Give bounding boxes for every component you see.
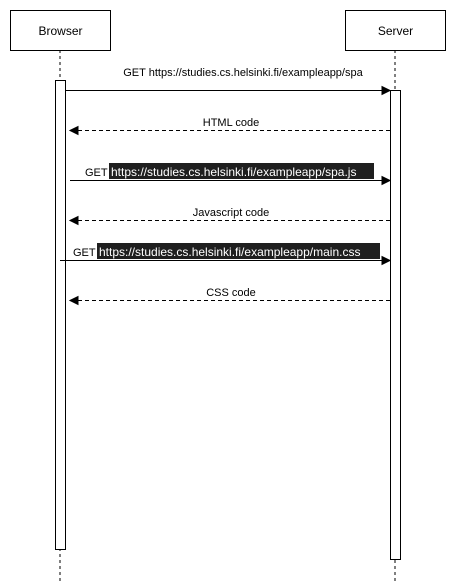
- arrowhead-icon: [381, 175, 392, 186]
- message-get-spa: GET https://studies.cs.helsinki.fi/examp…: [66, 67, 392, 96]
- browser-actor: Browser: [10, 10, 111, 51]
- arrowhead-icon: [68, 125, 79, 136]
- url-highlight: [109, 163, 374, 179]
- browser-activation-bar: [55, 80, 66, 550]
- message-get-spa-js-url: https://studies.cs.helsinki.fi/exampleap…: [111, 165, 356, 179]
- message-get-spa-js: GET https://studies.cs.helsinki.fi/examp…: [70, 163, 392, 186]
- arrowhead-icon: [381, 255, 392, 266]
- message-get-main-css: GET https://studies.cs.helsinki.fi/examp…: [60, 243, 392, 266]
- server-activation-bar: [390, 90, 401, 560]
- server-actor-label: Server: [378, 24, 413, 38]
- message-javascript-code: Javascript code: [68, 207, 390, 226]
- message-get-main-css-method: GET: [73, 247, 96, 259]
- message-html-code-label: HTML code: [203, 117, 259, 129]
- arrowhead-icon: [381, 85, 392, 96]
- message-html-code: HTML code: [68, 117, 390, 136]
- browser-actor-label: Browser: [38, 24, 82, 38]
- arrowhead-icon: [68, 295, 79, 306]
- message-get-spa-js-method: GET: [85, 167, 108, 179]
- arrowhead-icon: [68, 215, 79, 226]
- message-javascript-code-label: Javascript code: [193, 207, 269, 219]
- server-actor: Server: [345, 10, 446, 51]
- message-css-code: CSS code: [68, 287, 390, 306]
- message-get-spa-label: GET https://studies.cs.helsinki.fi/examp…: [123, 67, 363, 79]
- url-highlight: [97, 243, 380, 259]
- message-css-code-label: CSS code: [206, 287, 256, 299]
- message-get-main-css-url: https://studies.cs.helsinki.fi/exampleap…: [99, 245, 360, 259]
